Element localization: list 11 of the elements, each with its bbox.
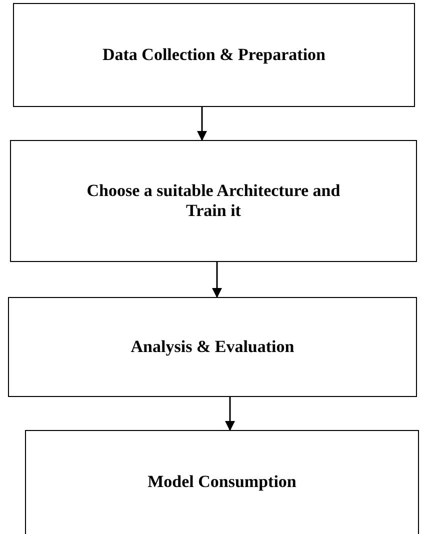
step-label: Choose a suitable Architecture and Train it [86,180,342,222]
process-box [8,297,417,397]
arrow [197,107,207,141]
step-label: Model Consumption [148,472,296,492]
step-label: Data Collection & Preparation [102,44,326,66]
arrow [225,397,235,431]
process-box [25,430,419,534]
process-box [13,3,415,107]
step-label: Analysis & Evaluation [130,336,294,358]
process-box [10,140,417,262]
arrow [212,262,222,298]
